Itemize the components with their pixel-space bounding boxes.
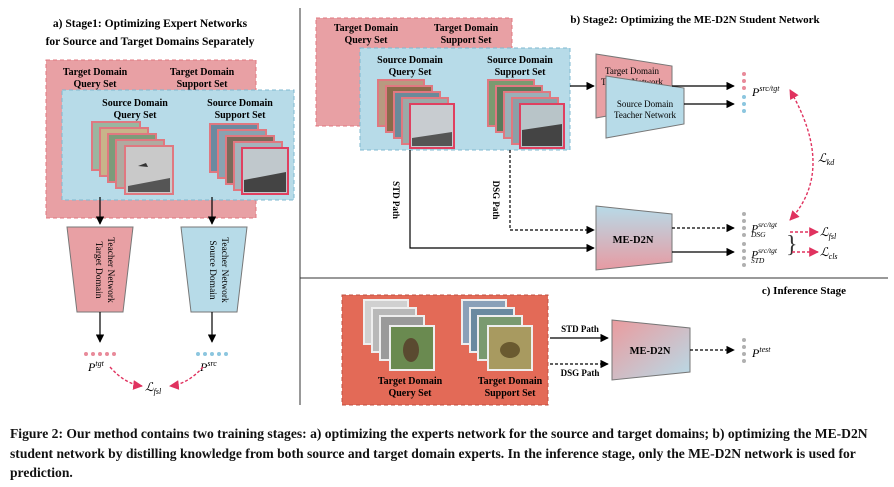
stage1-loss-arrow-right (169, 366, 204, 390)
stage1-src-prediction-dots (196, 352, 228, 356)
stage2-src-teacher-label: Source Domain (617, 99, 674, 109)
stage2-panel: b) Stage2: Optimizing the ME-D2N Student… (315, 14, 838, 271)
stage2-title: b) Stage2: Optimizing the ME-D2N Student… (570, 14, 820, 26)
stage2-std-path-arrow (409, 150, 595, 253)
stage1-target-teacher-network (66, 226, 134, 313)
stage2-src-support-label: Source Domain (487, 55, 553, 66)
stage3-panel: c) Inference Stage Target Domain Query S… (341, 285, 846, 406)
stage1-tgt-support-label-2: Support Set (177, 79, 229, 90)
stage1-source-teacher-network (180, 226, 248, 313)
stage2-tgt-query-label-2: Query Set (344, 35, 388, 46)
stage3-prediction-dots (742, 338, 746, 363)
stage1-src-teacher-label: Source Domain (207, 240, 217, 300)
stage1-tgt-support-label: Target Domain (170, 67, 235, 78)
stage2-teacher-prediction-dots (742, 72, 746, 113)
stage1-src-query-label: Source Domain (102, 98, 168, 109)
stage2-student-network (595, 205, 673, 271)
stage3-std-path-label: STD Path (561, 324, 599, 334)
stage2-dsg-path-arrow (509, 150, 595, 235)
stage2-tgt-support-label-2: Support Set (441, 35, 493, 46)
stage2-src-teacher-label-2: Teacher Network (614, 110, 677, 120)
stage1-tgt-teacher-label-2: Teacher Network (105, 237, 115, 303)
stage2-tgt-teacher-label: Target Domain (605, 66, 659, 76)
method-figure: a) Stage1: Optimizing Expert Networks fo… (45, 8, 888, 406)
stage2-support-image-stack (487, 79, 565, 149)
stage1-src-query-label-2: Query Set (113, 110, 157, 121)
stage2-query-image-stack (377, 79, 455, 149)
stage1-src-support-label-2: Support Set (215, 110, 267, 121)
stage2-source-teacher-network (605, 75, 685, 139)
stage2-student-prediction-dots (742, 212, 746, 267)
stage3-support-image-stack (461, 299, 533, 371)
stage2-kd-arrow (789, 89, 814, 221)
stage2-loss-kd: ℒkd (818, 151, 835, 167)
stage2-src-query-label-2: Query Set (388, 67, 432, 78)
stage1-loss-arrow-left (109, 366, 143, 390)
stage3-query-label-2: Query Set (388, 388, 432, 399)
stage2-dsg-path-label: DSG Path (491, 181, 501, 220)
stage3-student-label: ME-D2N (630, 346, 671, 357)
stage2-src-query-label: Source Domain (377, 55, 443, 66)
stage3-student-network (611, 319, 691, 381)
stage3-p-test: Ptest (751, 345, 771, 360)
stage1-tgt-query-label-2: Query Set (73, 79, 117, 90)
stage2-loss-fsl: ℒfsl (820, 225, 837, 241)
stage1-src-support-label: Source Domain (207, 98, 273, 109)
stage3-title: c) Inference Stage (762, 285, 846, 297)
stage3-support-label-2: Support Set (485, 388, 537, 399)
stage3-support-label: Target Domain (478, 376, 543, 387)
stage3-query-label: Target Domain (378, 376, 443, 387)
stage2-brace: } (786, 232, 798, 258)
stage1-loss-fsl: ℒfsl (145, 380, 162, 396)
stage2-loss-cls: ℒcls (820, 245, 838, 261)
stage1-panel: a) Stage1: Optimizing Expert Networks fo… (45, 18, 295, 396)
stage1-p-tgt: Ptgt (87, 359, 105, 374)
stage1-tgt-prediction-dots (84, 352, 116, 356)
stage2-student-label: ME-D2N (613, 235, 654, 246)
stage2-tgt-query-label: Target Domain (334, 23, 399, 34)
stage3-dsg-path-label: DSG Path (561, 368, 600, 378)
stage2-src-support-label-2: Support Set (495, 67, 547, 78)
stage2-std-path-label: STD Path (391, 181, 401, 219)
stage2-p-teacher: Psrc/tgt (751, 84, 780, 99)
stage1-p-src: Psrc (199, 359, 217, 374)
stage1-src-teacher-label-2: Teacher Network (219, 237, 229, 303)
figure-caption: Figure 2: Our method contains two traini… (10, 426, 868, 480)
stage1-query-image-stack (91, 121, 174, 195)
stage1-support-image-stack (209, 123, 289, 195)
stage3-query-image-stack (363, 299, 435, 371)
stage1-title-1: a) Stage1: Optimizing Expert Networks (53, 18, 248, 30)
stage1-tgt-query-label: Target Domain (63, 67, 128, 78)
stage2-tgt-support-label: Target Domain (434, 23, 499, 34)
stage1-title-2: for Source and Target Domains Separately (46, 36, 255, 48)
stage1-tgt-teacher-label: Target Domain (93, 242, 103, 299)
